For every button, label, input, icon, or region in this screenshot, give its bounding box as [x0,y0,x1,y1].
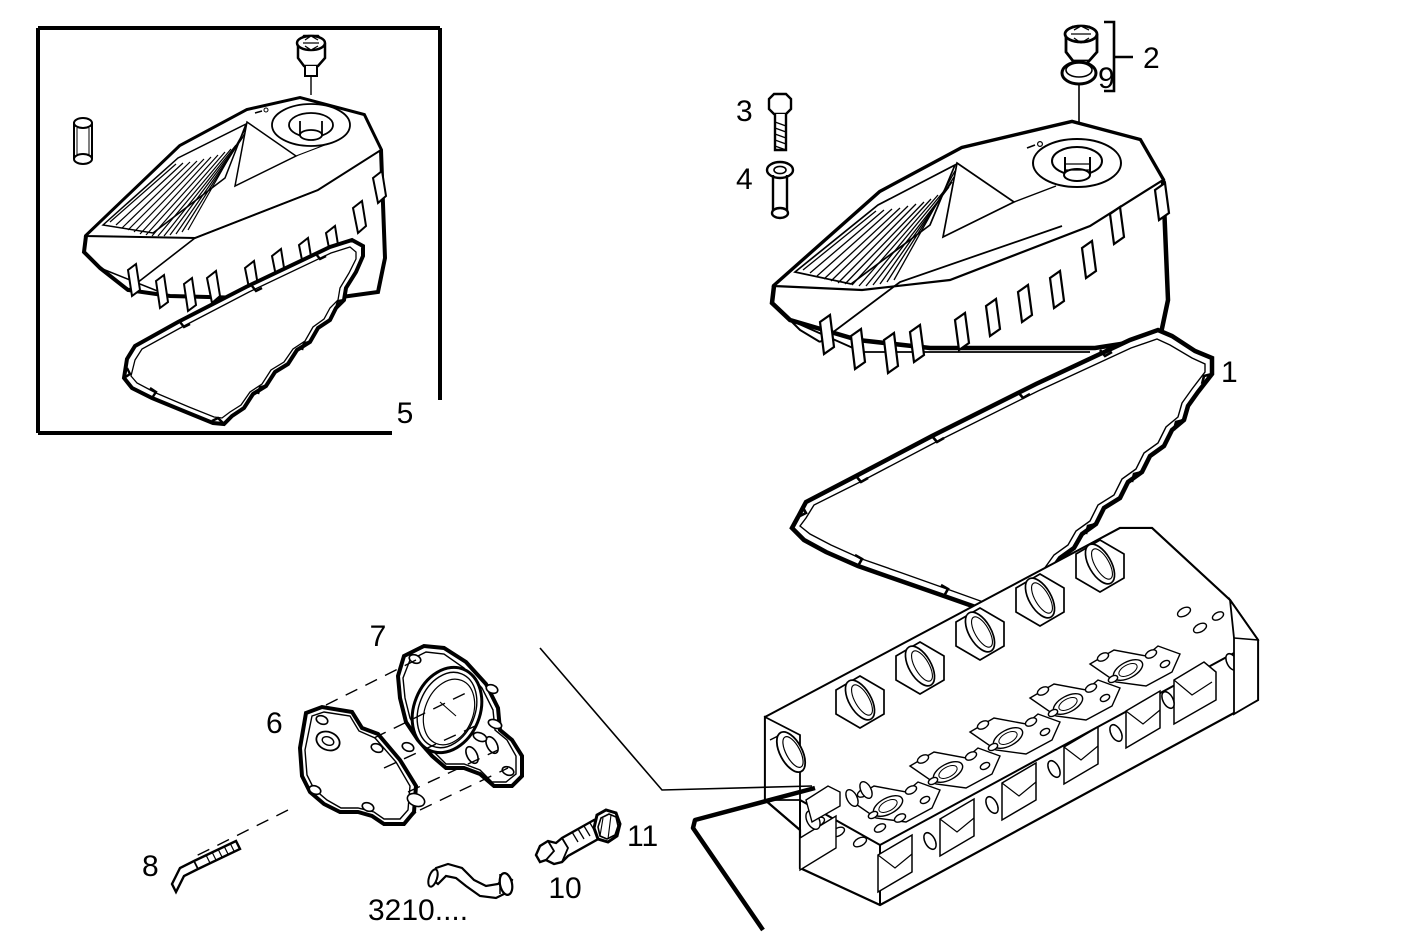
inset-box-border [36,26,442,435]
cover-ribs [802,170,956,287]
inset-cover-bolt [73,117,93,165]
head-side-ports [877,626,1251,894]
flange-bolt [170,839,242,895]
reference-number-label: 3210.... [368,894,468,927]
assembly-alignment-lines [191,659,509,859]
camshaft-bulkheads [835,539,1125,729]
callout-4: 4 [736,163,753,196]
head-thin-leader-line [539,647,813,791]
o-ring-seal [592,808,622,844]
callout-3: 3 [736,95,753,128]
inset-oil-filler-cap [295,34,327,77]
timing-cover-plate [297,704,426,826]
head-left-face-detail [799,781,873,872]
callout-6: 6 [266,707,283,740]
inset-cover-ribs [109,127,247,237]
cylinder-head-cover [769,119,1171,375]
callout-8: 8 [142,850,159,883]
head-thick-leader-line [690,785,816,932]
socket-head-bolt [765,160,795,220]
callout-11: 11 [627,820,658,853]
callout-7: 7 [370,620,387,653]
callout-5: 5 [397,397,414,430]
oil-filler-cap-seal [1060,60,1098,86]
hex-head-bolt [767,92,793,152]
callout-1: 1 [1221,356,1238,389]
cylinder-head [763,526,1260,907]
cover-bolt-ears [818,181,1171,375]
inset-gasket-notches [123,253,345,425]
callout-2: 2 [1143,42,1160,75]
inset-valve-cover [81,62,388,313]
inset-cover-gasket [121,237,365,427]
callout-9: 9 [1098,62,1115,95]
inset-detail-box [36,26,442,435]
callout-10: 10 [548,872,581,905]
coolant-hose [427,862,514,900]
